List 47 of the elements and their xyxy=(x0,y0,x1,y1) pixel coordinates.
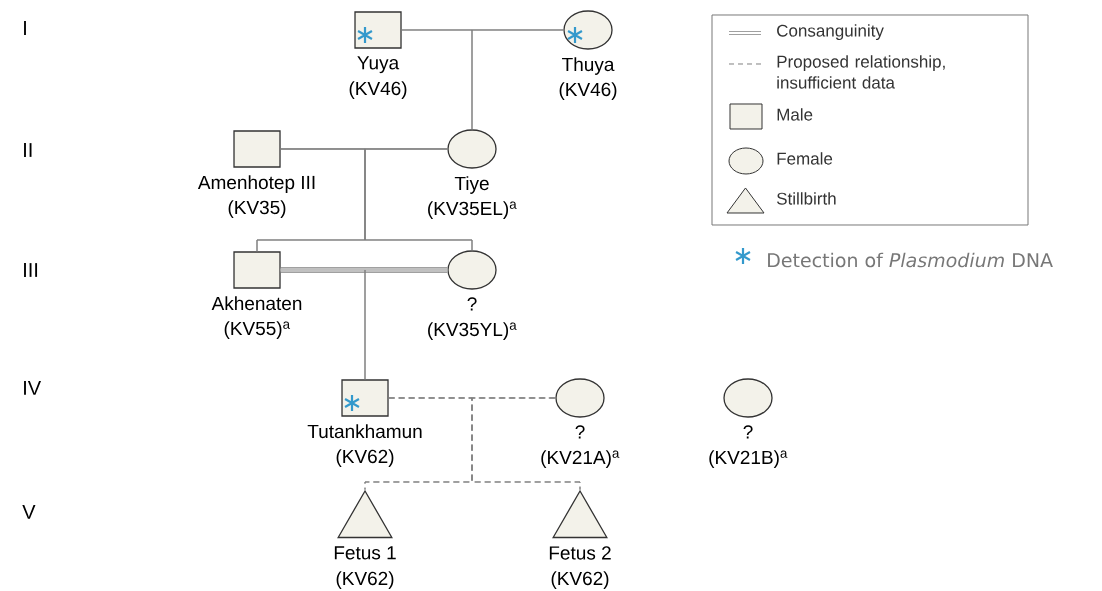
pedigree-line xyxy=(280,267,448,273)
person-label: (KV21A)$^{a}$ xyxy=(541,450,620,468)
legend-text: Male xyxy=(777,108,813,121)
person-label: Fetus 2 xyxy=(549,546,611,560)
person-label: (KV62) xyxy=(336,571,394,589)
person-label: Amenhotep III xyxy=(197,175,315,193)
person-label: (KV55)$^{a}$ xyxy=(224,321,291,339)
pedigree-line xyxy=(471,29,564,130)
footnote-text: Detection of Plasmodium DNA xyxy=(768,252,1053,268)
person-label: Yuya xyxy=(357,56,400,74)
person-label: (KV21B)$^{a}$ xyxy=(709,450,788,468)
person-label: (KV46) xyxy=(559,82,617,100)
generation-numeral: V xyxy=(22,505,36,519)
female-circle xyxy=(563,10,613,50)
generation-numeral: IV xyxy=(24,381,42,395)
female-circle xyxy=(723,378,773,418)
generation-numeral: II xyxy=(24,143,32,157)
legend-text: Stillbirth xyxy=(776,192,836,205)
person-label: Thuya xyxy=(562,57,615,75)
pedigree-line xyxy=(364,148,473,251)
pedigree-line xyxy=(471,397,581,491)
male-square xyxy=(233,130,281,168)
person-label: (KV62) xyxy=(336,449,394,467)
person-label: (KV62) xyxy=(551,571,609,589)
person-label: Tiye xyxy=(454,176,489,194)
person-label: (KV46) xyxy=(349,81,407,99)
male-square xyxy=(341,379,389,417)
female-circle xyxy=(555,378,605,418)
person-label: Akhenaten xyxy=(211,296,302,311)
generation-numeral: III xyxy=(24,263,38,277)
person-label: (KV35EL)$^{a}$ xyxy=(428,201,517,219)
pedigree-line xyxy=(364,269,448,380)
person-label: ? xyxy=(575,425,585,439)
legend-text: Consanguinity xyxy=(777,24,884,41)
male-square xyxy=(233,251,281,289)
legend-text: Female xyxy=(777,152,833,165)
male-square xyxy=(354,11,402,49)
person-label: Tutankhamun xyxy=(307,424,422,439)
female-circle xyxy=(447,250,497,290)
legend-text: Proposed relationship, insufficient data xyxy=(777,55,945,89)
person-label: ? xyxy=(467,297,477,311)
person-label: ? xyxy=(743,425,753,439)
person-label: Fetus 1 xyxy=(334,546,396,560)
person-label: (KV35YL)$^{a}$ xyxy=(428,322,517,340)
generation-numeral: I xyxy=(24,21,26,35)
person-label: (KV35) xyxy=(228,200,286,218)
female-circle xyxy=(447,129,497,169)
